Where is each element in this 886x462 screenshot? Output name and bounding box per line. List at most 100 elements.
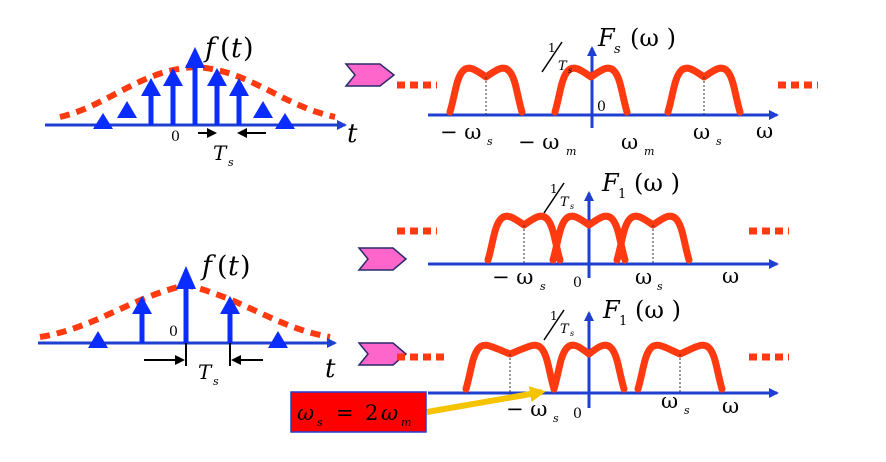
svg-text:1: 1 [619, 314, 627, 329]
impulse-sample [268, 331, 288, 348]
svg-text:s: s [568, 66, 572, 75]
origin-label: 0 [573, 275, 582, 291]
impulse-sample [185, 47, 205, 125]
spectrum-title: F 1 (ω ) [601, 169, 680, 202]
nyquist-note-box: ω s = 2 ω m [290, 391, 427, 433]
period-label-T: T [198, 360, 213, 384]
period-label-sub: s [213, 375, 219, 388]
pink-arrow-icon [357, 247, 408, 271]
svg-text:s: s [553, 412, 559, 425]
impulse-train [93, 47, 295, 129]
svg-text:s: s [716, 135, 722, 148]
impulse-sample [253, 101, 273, 118]
impulse-sample [132, 296, 152, 343]
axis-label-omega: ω [756, 119, 773, 143]
svg-text:ω: ω [635, 265, 652, 289]
tick-ws: ω s [661, 389, 690, 417]
svg-text:): ) [240, 251, 251, 282]
svg-text:t: t [228, 251, 239, 282]
impulse-sample [141, 78, 161, 125]
svg-text:s: s [570, 202, 574, 211]
period-label-sub: s [228, 156, 234, 169]
svg-text:ω: ω [297, 401, 314, 425]
svg-text:(ω ): (ω ) [630, 24, 676, 52]
axis-label-omega: ω [722, 394, 739, 418]
impulse-sample [117, 101, 137, 118]
impulse-sample [275, 113, 295, 129]
svg-text:f: f [200, 251, 216, 282]
svg-text:=: = [336, 401, 354, 425]
origin-label: 0 [573, 406, 582, 422]
svg-text:ω: ω [661, 389, 678, 413]
svg-text:− ω: − ω [440, 120, 481, 144]
spectrum-title: F 1 (ω ) [602, 296, 681, 329]
pink-arrow-icon [357, 342, 408, 366]
tick-neg-wm: − ω m [518, 130, 576, 158]
svg-text:(: ( [220, 33, 231, 64]
svg-text:F: F [597, 24, 616, 52]
impulse-sample [220, 296, 240, 343]
svg-text:s: s [684, 404, 690, 417]
svg-text:s: s [540, 280, 546, 293]
spectrum-replica [551, 64, 631, 116]
impulse-train [88, 266, 288, 348]
axis-label-omega: ω [722, 264, 739, 288]
axis-label-t: t [325, 354, 336, 384]
tick-wm: ω m [621, 130, 654, 158]
period-marker [144, 343, 263, 366]
svg-text:f: f [203, 33, 219, 64]
svg-text:ω: ω [621, 130, 638, 154]
impulse-sample [163, 68, 183, 125]
svg-text:1: 1 [618, 187, 626, 202]
svg-text:F: F [602, 296, 621, 324]
svg-text:T: T [560, 322, 570, 337]
origin-label: 0 [169, 324, 178, 340]
svg-text:(: ( [217, 251, 228, 282]
svg-text:2: 2 [365, 401, 378, 425]
spectrum-title: F s (ω ) [597, 24, 676, 57]
impulse-sample [88, 331, 108, 348]
svg-text:F: F [601, 169, 620, 197]
tick-neg-ws: − ω s [492, 265, 546, 293]
origin-label: 0 [597, 99, 606, 115]
svg-text:): ) [243, 33, 254, 64]
svg-text:s: s [657, 280, 663, 293]
svg-text:m: m [401, 416, 411, 429]
scale-label: 1 T s [541, 41, 572, 75]
impulse-sample [207, 68, 227, 125]
sampled-signal-dense: 0 t T s f ( t ) [45, 33, 358, 169]
spectrum-top: 1 T s F s (ω ) 0 − ω s − ω m ω m ω s ω [397, 24, 818, 158]
spectrum-replica [550, 341, 628, 393]
spectrum-copies [446, 64, 744, 116]
svg-text:− ω: − ω [518, 130, 559, 154]
function-label: f ( t ) [200, 251, 251, 282]
svg-text:− ω: − ω [492, 265, 533, 289]
scale-label: 1 T s [543, 309, 574, 341]
svg-text:1: 1 [550, 309, 558, 323]
yellow-pointer-arrow [426, 386, 546, 415]
impulse-sample [229, 78, 249, 125]
tick-neg-ws: − ω s [440, 120, 493, 148]
tick-neg-ws: − ω s [506, 397, 559, 425]
pink-arrow-icon [344, 63, 396, 87]
svg-text:ω: ω [693, 120, 710, 144]
impulse-sample [93, 113, 113, 129]
svg-text:s: s [614, 42, 621, 57]
scale-label: 1 T s [543, 182, 574, 214]
svg-text:m: m [566, 145, 576, 158]
tick-ws: ω s [635, 265, 663, 293]
svg-text:− ω: − ω [506, 397, 547, 421]
svg-text:(ω ): (ω ) [635, 296, 681, 324]
origin-label: 0 [171, 129, 180, 145]
axis-label-t: t [347, 119, 358, 149]
svg-text:1: 1 [550, 182, 558, 196]
sampled-signal-sparse: 0 t T s f ( t ) [38, 251, 337, 388]
spectrum-mid: 1 T s F 1 (ω ) 0 − ω s ω s ω [397, 169, 789, 293]
tick-ws: ω s [693, 120, 722, 148]
spectrum-replica [549, 212, 629, 264]
spectrum-copies [462, 341, 726, 393]
spectrum-bottom: 1 T s F 1 (ω ) 0 − ω s ω s ω [397, 296, 789, 425]
period-label-T: T [213, 141, 228, 165]
svg-text:ω: ω [381, 401, 398, 425]
